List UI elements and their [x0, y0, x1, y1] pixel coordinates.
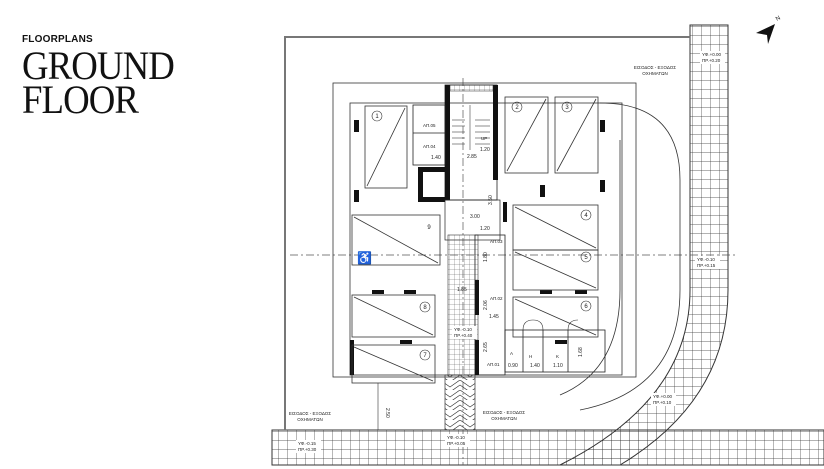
dim-1-80: 1.80: [483, 252, 489, 262]
level-bottom-center: ΥΦ.-0.10: [447, 435, 465, 440]
north-label: N: [775, 15, 782, 22]
dim-1-85: 1.85: [457, 287, 467, 293]
building-outline: [332, 82, 681, 411]
parking-space-1: 1: [375, 114, 379, 120]
parking-space-3: 3: [565, 105, 569, 111]
dim-2-50: 2.50: [384, 408, 390, 418]
level-bottom-left-2: ΠΡ.+0.30: [298, 447, 317, 452]
level-bottom-left: ΥΦ.-0.15: [298, 441, 316, 446]
dimensions: 1.40 2.85 1.20 3.50 3.00 1.85 1.80 2.06 …: [377, 147, 584, 430]
parking-space-2: 2: [515, 105, 519, 111]
parking-space-4: 4: [584, 213, 588, 219]
parking-spaces: [351, 96, 599, 384]
dim-0-90: 0.90: [508, 363, 518, 369]
entrance-label-bottom-center-2: ΟΧΗΜΑΤΩΝ: [491, 416, 516, 421]
dim-2-85: 2.85: [467, 154, 477, 160]
plan-title-line2: FLOOR: [22, 77, 139, 122]
plan-kicker: FLOORPLANS: [22, 34, 93, 45]
site-boundary: [284, 36, 690, 430]
paving: [271, 24, 824, 466]
level-labels: ΥΦ.+0.00 ΠΡ.+0.20 ΥΦ.-0.10 ΠΡ.+0.15 ΥΦ.+…: [296, 51, 725, 453]
dim-1-20: 1.20: [480, 147, 490, 153]
plan-title-line1: GROUND: [22, 43, 175, 88]
room-k: K: [556, 354, 559, 359]
room-ap05: ΑΠ.05: [423, 123, 436, 128]
level-ramp: ΥΦ.-0.10: [454, 327, 472, 332]
parking-space-8: 8: [423, 305, 427, 311]
dim-1-40b: 1.40: [530, 363, 540, 369]
level-right-mid: ΥΦ.-0.10: [697, 257, 715, 262]
dim-1-45: 1.45: [489, 314, 499, 320]
room-ap02: ΑΠ.02: [490, 296, 503, 301]
dim-1-40: 1.40: [431, 155, 441, 161]
dim-3-50: 3.50: [488, 195, 494, 205]
north-arrow-icon: N: [756, 15, 782, 44]
room-ap01: ΑΠ.01: [487, 362, 500, 367]
level-bottom-center-2: ΠΡ.+0.05: [447, 441, 466, 446]
stair-core: [412, 84, 606, 431]
dim-1-20b: 1.20: [480, 226, 490, 232]
level-ramp-2: ΠΡ.+0.40: [454, 333, 473, 338]
parking-space-5: 5: [584, 255, 588, 261]
parking-space-7: 7: [423, 353, 427, 359]
entrance-label-top-right-2: ΟΧΗΜΑΤΩΝ: [642, 71, 667, 76]
level-right-mid-2: ΠΡ.+0.15: [697, 263, 716, 268]
dim-1-68: 1.68: [578, 347, 584, 357]
entrance-label-top-right: ΕΙΣΟΔΟΣ - ΕΞΟΔΟΣ: [634, 65, 676, 70]
level-right-bottom-2: ΠΡ.+0.10: [653, 400, 672, 405]
dim-3-00: 3.00: [470, 214, 480, 220]
level-top-right-2: ΠΡ.+0.20: [702, 58, 721, 63]
room-a: A: [510, 351, 513, 356]
entrance-label-bottom-left: ΕΙΣΟΔΟΣ - ΕΞΟΔΟΣ: [289, 411, 331, 416]
dim-2-65: 2.65: [483, 342, 489, 352]
dim-1-10: 1.10: [553, 363, 563, 369]
stair-up-label: UP: [481, 136, 487, 141]
level-right-bottom: ΥΦ.+0.00: [653, 394, 672, 399]
room-ap04: ΑΠ.04: [423, 144, 436, 149]
parking-space-6: 6: [584, 304, 588, 310]
room-ap03: ΑΠ.03: [490, 239, 503, 244]
dim-2-06: 2.06: [483, 300, 489, 310]
columns: [350, 120, 605, 375]
parking-numbers: [371, 101, 592, 361]
parking-space-9: 9: [427, 225, 431, 231]
entrance-label-bottom-left-2: ΟΧΗΜΑΤΩΝ: [297, 417, 322, 422]
level-top-right: ΥΦ.+0.00: [702, 52, 721, 57]
entrance-label-bottom-center: ΕΙΣΟΔΟΣ - ΕΞΟΔΟΣ: [483, 410, 525, 415]
plan-title: FLOORPLANS GROUND FLOOR: [22, 34, 187, 122]
accessible-parking-icon: ♿: [357, 251, 372, 265]
room-h: H: [529, 354, 532, 359]
